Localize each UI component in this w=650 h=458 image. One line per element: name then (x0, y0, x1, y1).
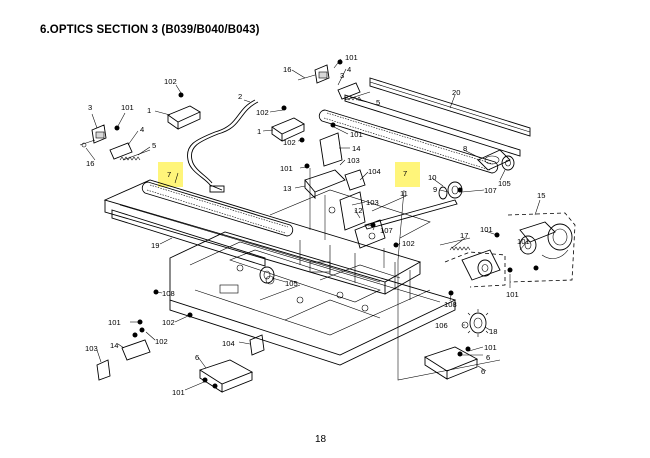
callout-101: 101 (280, 164, 293, 173)
gear-bracket (439, 237, 506, 288)
callout-16: 16 (283, 65, 291, 74)
sensor-bracket-right (297, 64, 371, 101)
callout-9: 9 (433, 185, 437, 194)
harness-2 (187, 99, 259, 193)
bracket-1 (167, 105, 305, 142)
leader-lines (85, 58, 541, 391)
callout-2: 2 (238, 92, 242, 101)
callout-6: 6 (481, 367, 485, 376)
callout-16: 16 (86, 159, 94, 168)
callout-101: 101 (484, 343, 497, 352)
highlight-part-7-right (395, 162, 420, 187)
callout-104: 104 (222, 339, 235, 348)
callout-4: 4 (140, 125, 144, 134)
callout-101: 101 (480, 225, 493, 234)
guide-rod-19 (111, 209, 266, 267)
callout-101: 101 (108, 318, 121, 327)
callout-6: 6 (195, 353, 199, 362)
callout-108: 108 (162, 289, 175, 298)
page-number: 18 (315, 434, 327, 445)
callout-103: 103 (366, 198, 379, 207)
scanner-frame (103, 179, 457, 366)
callout-7: 7 (403, 169, 407, 178)
callout-102: 102 (256, 108, 269, 117)
timing-belt-left (141, 181, 294, 237)
callout-14: 14 (110, 341, 118, 350)
callout-18: 18 (489, 327, 497, 336)
callout-102: 102 (164, 77, 177, 86)
callout-7: 7 (167, 170, 171, 179)
callout-107: 107 (484, 186, 497, 195)
callout-labels: 3 101 4 5 16 1 102 2 102 1 7 19 16 101 4… (85, 53, 545, 397)
callout-15: 15 (537, 191, 545, 200)
callout-101: 101 (517, 237, 530, 246)
callout-103: 103 (347, 156, 360, 165)
callout-101: 101 (121, 103, 134, 112)
callout-11: 11 (400, 189, 408, 198)
carriage-assembly (304, 132, 386, 268)
callout-102: 102 (402, 239, 415, 248)
callout-20: 20 (452, 88, 460, 97)
page-title: 6.OPTICS SECTION 3 (B039/B040/B043) (40, 24, 260, 36)
callout-102: 102 (162, 318, 175, 327)
callout-12: 12 (354, 206, 362, 215)
callout-101: 101 (345, 53, 358, 62)
callout-8: 8 (463, 144, 467, 153)
callout-101: 101 (172, 388, 185, 397)
callout-102: 102 (283, 138, 296, 147)
callout-103: 103 (85, 344, 98, 353)
callout-19: 19 (151, 241, 159, 250)
callout-102: 102 (155, 337, 168, 346)
pulleys (259, 149, 515, 284)
callout-105: 105 (498, 179, 511, 188)
callout-5: 5 (376, 98, 380, 107)
callout-3: 3 (88, 103, 92, 112)
callout-17: 17 (460, 231, 468, 240)
callout-107: 107 (380, 226, 393, 235)
callout-14: 14 (352, 144, 360, 153)
callout-6: 6 (486, 353, 490, 362)
motor-assembly-15 (507, 212, 576, 283)
sensor-bracket-left (79, 124, 151, 161)
bottom-bracket-left (198, 359, 254, 393)
bracket-14-bottom (96, 332, 265, 381)
highlight-part-7-left (158, 162, 183, 187)
drive-shaft-11 (364, 199, 458, 230)
callout-108: 108 (444, 300, 457, 309)
gear-18 (461, 309, 489, 337)
callout-10: 10 (428, 173, 436, 182)
callout-101: 101 (506, 290, 519, 299)
springs (119, 96, 471, 251)
callout-105: 105 (285, 279, 298, 288)
callout-4: 4 (347, 65, 351, 74)
guide-rail-20 (344, 77, 531, 157)
callout-1: 1 (257, 127, 261, 136)
callout-101: 101 (350, 130, 363, 139)
screws (114, 59, 539, 333)
callout-13: 13 (283, 184, 291, 193)
callout-1: 1 (147, 106, 151, 115)
callout-3: 3 (340, 71, 344, 80)
callout-5: 5 (152, 141, 156, 150)
callout-104: 104 (368, 167, 381, 176)
callout-106: 106 (435, 321, 448, 330)
timing-belt-right (318, 109, 499, 174)
bottom-bracket-right (423, 346, 479, 380)
